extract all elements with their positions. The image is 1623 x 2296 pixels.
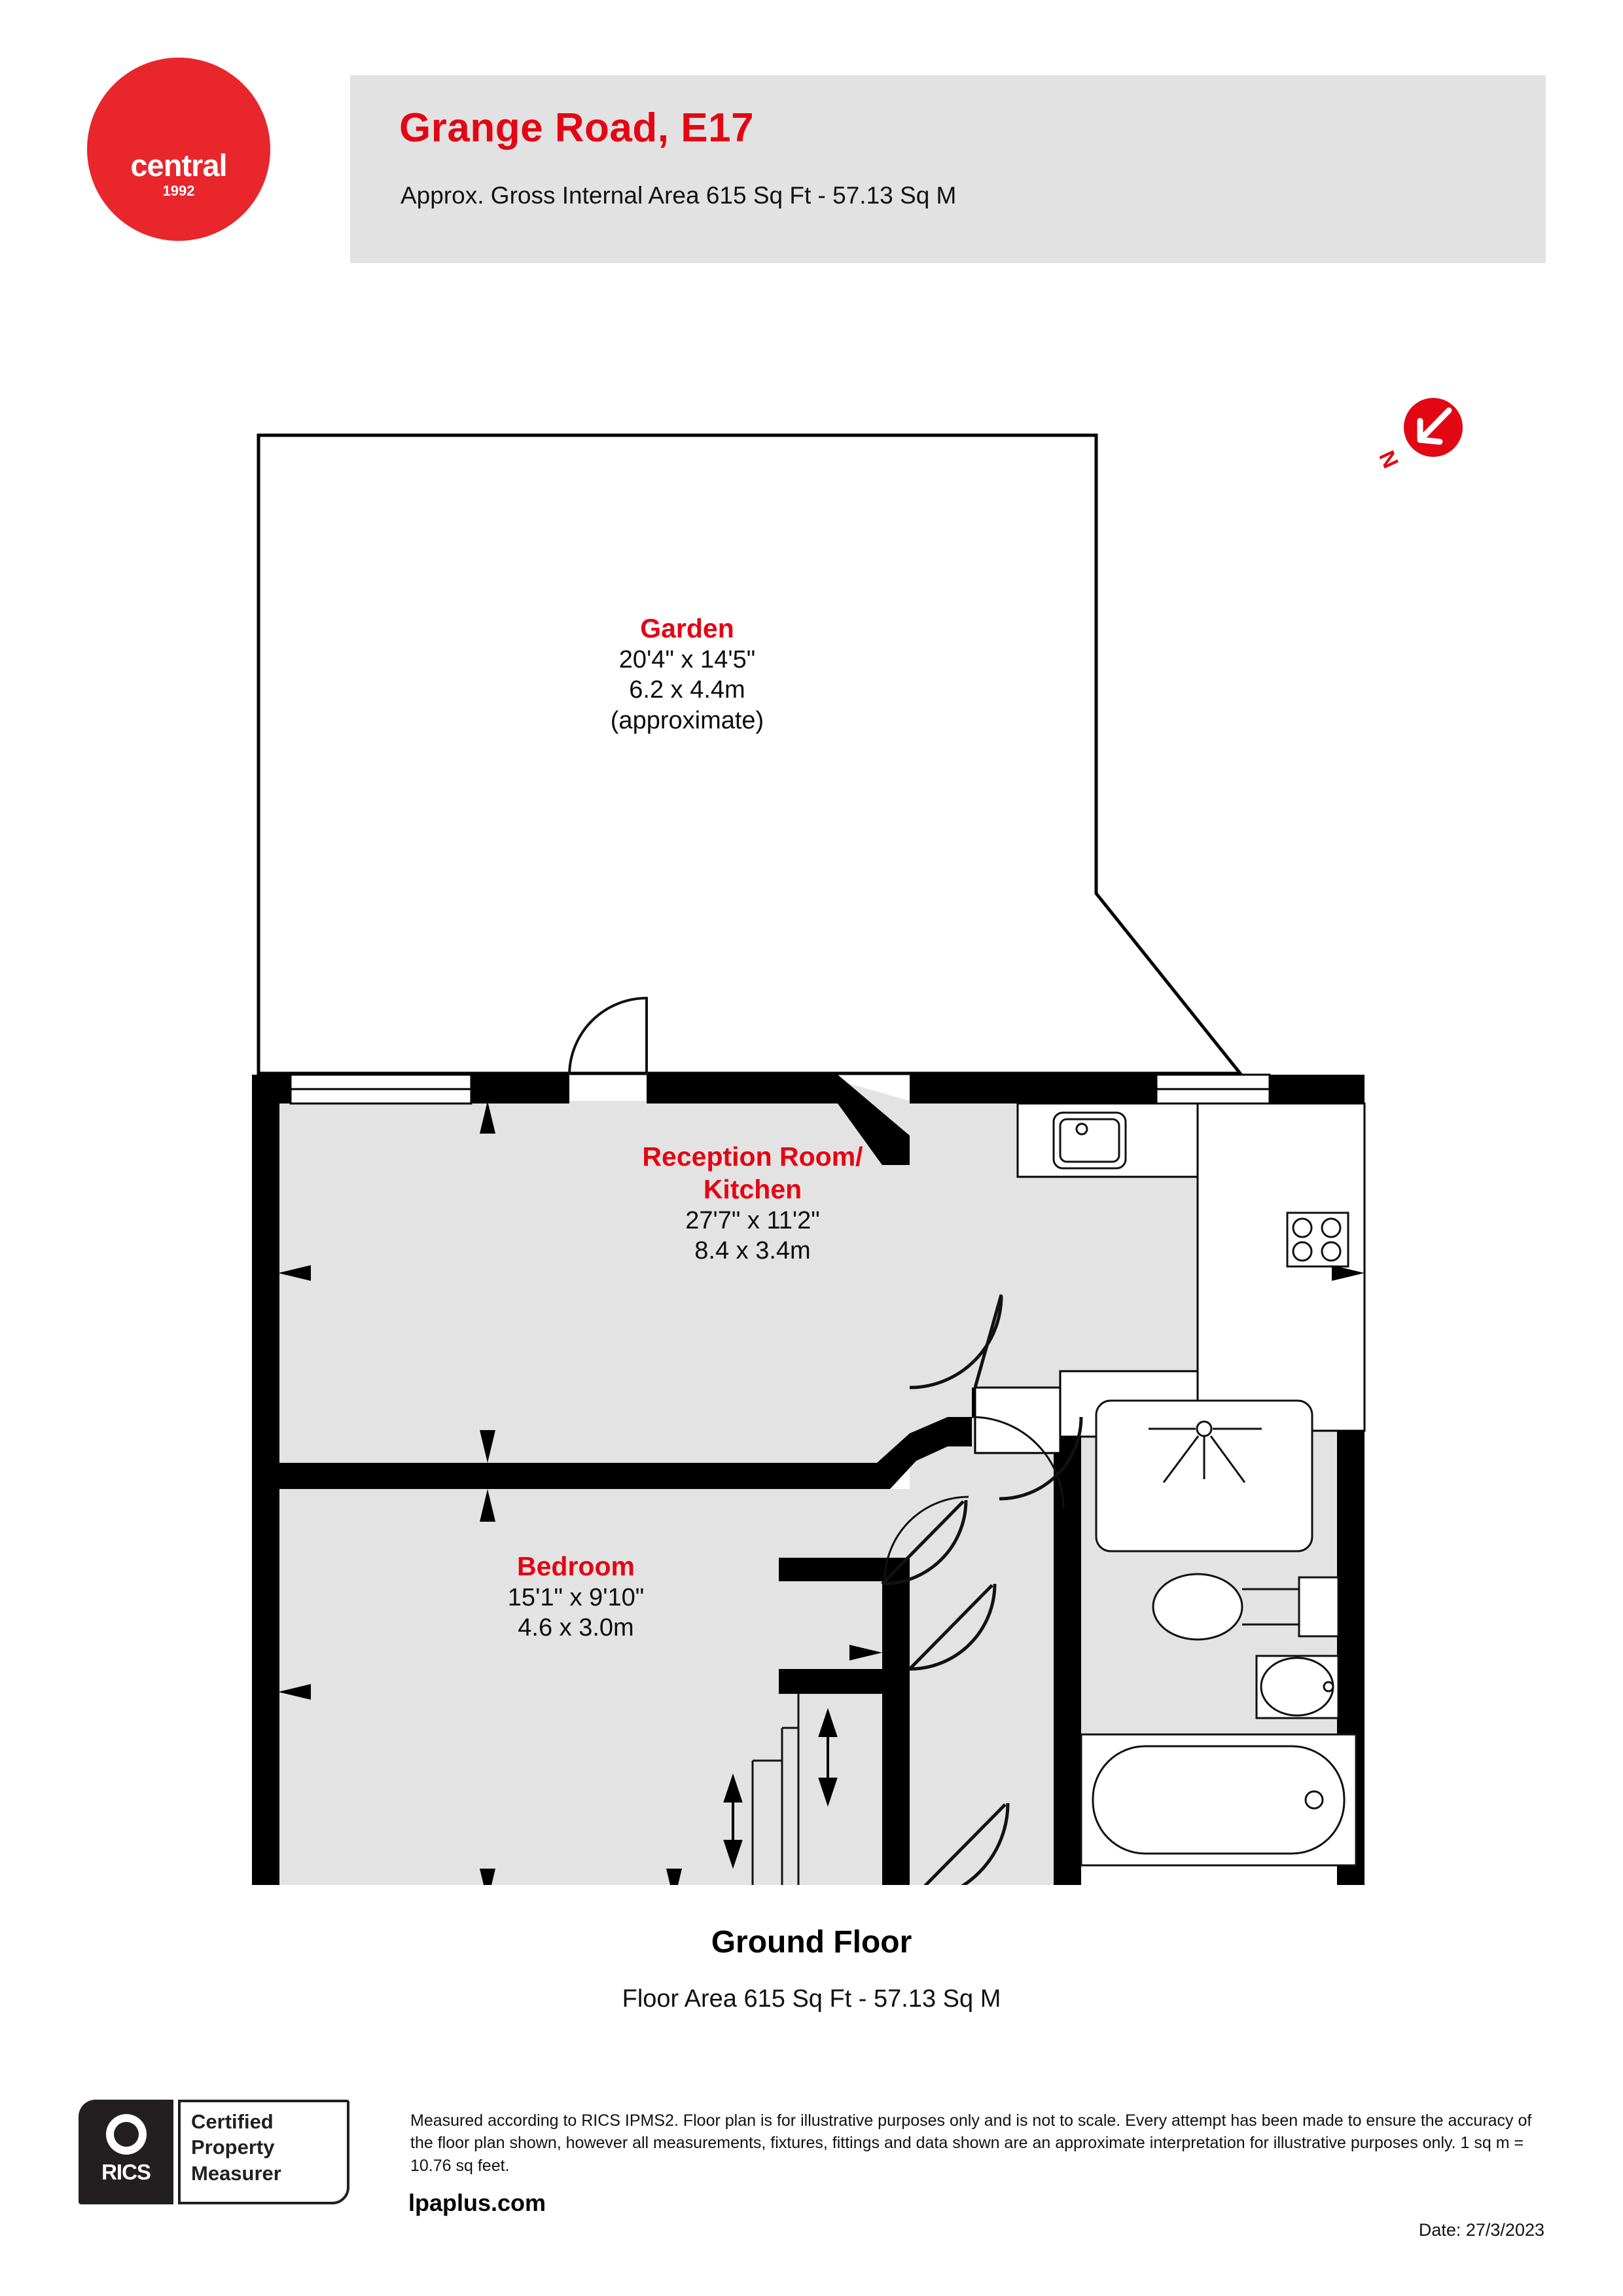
room-label-reception: Reception Room/ Kitchen 27'7" x 11'2" 8.… bbox=[491, 1140, 1014, 1266]
toilet-icon bbox=[1152, 1573, 1340, 1641]
room-dims-metric-bedroom: 4.6 x 3.0m bbox=[518, 1614, 634, 1642]
hob-icon bbox=[1286, 1211, 1349, 1268]
rics-text-box bbox=[178, 2100, 349, 2204]
room-name-garden: Garden bbox=[640, 613, 734, 643]
disclaimer-text: Measured according to RICS IPMS2. Floor … bbox=[410, 2111, 1532, 2175]
header-band bbox=[350, 75, 1546, 263]
rics-line-3: Measurer bbox=[191, 2161, 281, 2185]
rics-badge-text: Certified Property Measurer bbox=[191, 2109, 281, 2186]
website-link[interactable]: lpaplus.com bbox=[408, 2189, 546, 2216]
room-dims-metric-reception: 8.4 x 3.4m bbox=[694, 1237, 811, 1265]
stairs-direction-arrows bbox=[723, 1708, 838, 1869]
header-subtitle: Approx. Gross Internal Area 615 Sq Ft - … bbox=[401, 182, 957, 209]
central-logo-circle bbox=[87, 58, 270, 241]
rics-lion-inner-icon bbox=[114, 2122, 139, 2147]
room-label-bedroom: Bedroom 15'1" x 9'10" 4.6 x 3.0m bbox=[347, 1550, 805, 1643]
logo-wordmark: central bbox=[130, 148, 227, 183]
bath-icon bbox=[1080, 1733, 1357, 1867]
basin-icon bbox=[1255, 1655, 1340, 1719]
floor-title: Ground Floor bbox=[711, 1925, 912, 1960]
rics-wordmark: RICS bbox=[101, 2160, 151, 2184]
room-name-bedroom: Bedroom bbox=[517, 1551, 635, 1581]
logo-year: 1992 bbox=[162, 183, 195, 199]
date-stamp: Date: 27/3/2023 bbox=[1418, 2220, 1544, 2240]
room-dims-imperial-garden: 20'4" x 14'5" bbox=[618, 646, 756, 674]
room-name-reception-line1: Reception Room/ bbox=[642, 1141, 863, 1172]
shower-icon bbox=[1095, 1399, 1313, 1552]
garden-outline bbox=[257, 433, 1244, 1075]
floor-area: Floor Area 615 Sq Ft - 57.13 Sq M bbox=[622, 1985, 1001, 2013]
floor-plan-drawing bbox=[216, 406, 1427, 2013]
rics-line-2: Property bbox=[191, 2136, 275, 2159]
kitchen-sink-icon bbox=[1052, 1111, 1127, 1170]
room-label-garden: Garden 20'4" x 14'5" 6.2 x 4.4m (approxi… bbox=[458, 612, 916, 736]
rics-certified-badge: RICS Certified Property Measurer bbox=[79, 2100, 353, 2204]
room-dims-imperial-reception: 27'7" x 11'2" bbox=[685, 1207, 820, 1235]
room-note-garden: (approximate) bbox=[610, 706, 764, 734]
room-dims-metric-garden: 6.2 x 4.4m bbox=[629, 676, 745, 704]
rics-line-1: Certified bbox=[191, 2110, 274, 2133]
room-dims-imperial-bedroom: 15'1" x 9'10" bbox=[507, 1584, 645, 1612]
north-arrow-icon: N bbox=[1374, 396, 1468, 484]
room-name-reception-line2: Kitchen bbox=[703, 1174, 802, 1205]
stairs-icon bbox=[751, 1694, 800, 1901]
garden-door-swing bbox=[568, 997, 648, 1075]
page-title: Grange Road, E17 bbox=[399, 105, 755, 151]
door-arc-thin bbox=[883, 1416, 1065, 1581]
